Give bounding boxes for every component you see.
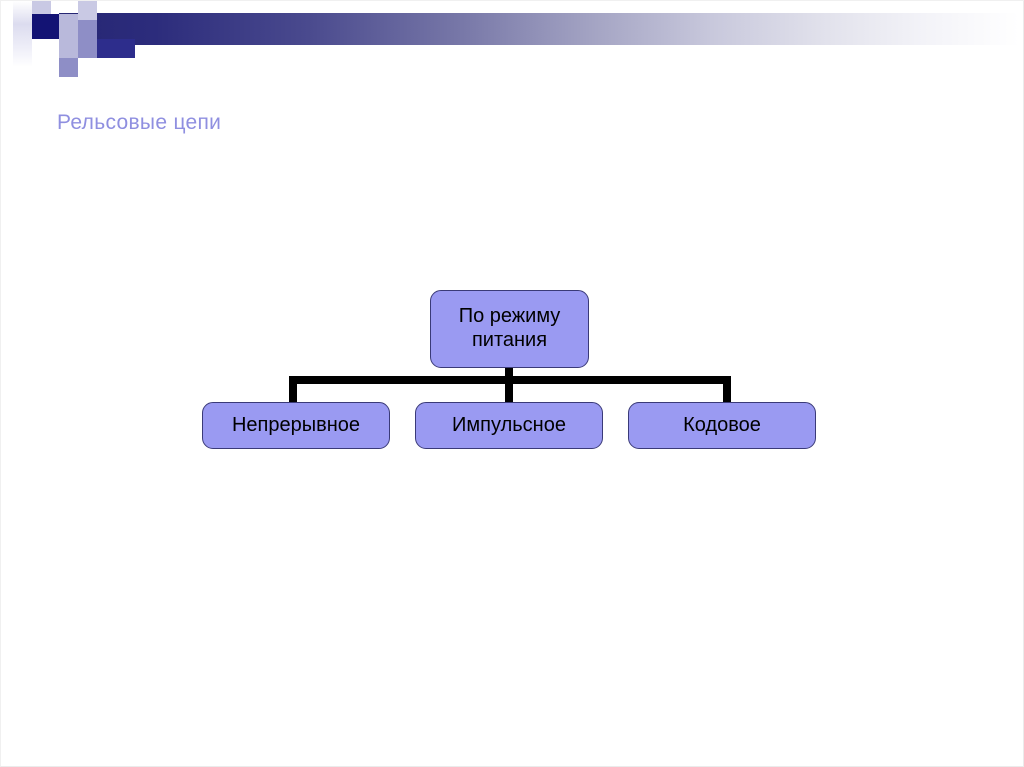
square-dark-navy bbox=[32, 14, 59, 39]
connector-drop-left bbox=[289, 376, 297, 403]
diagram-node-child-3[interactable]: Кодовое bbox=[628, 402, 816, 449]
square-med-mid bbox=[78, 39, 97, 58]
square-pale-topleft bbox=[32, 1, 51, 14]
diagram-node-root[interactable]: По режиму питания bbox=[430, 290, 589, 368]
connector-horizontal-bar bbox=[289, 376, 731, 384]
square-med-lower bbox=[59, 58, 78, 77]
connector-root-stub bbox=[505, 368, 513, 402]
header-gradient-bar bbox=[59, 13, 1019, 45]
diagram-node-child-1[interactable]: Непрерывное bbox=[202, 402, 390, 449]
square-light-mid bbox=[59, 39, 78, 58]
square-light-upper-a bbox=[59, 14, 78, 39]
page-title: Рельсовые цепи bbox=[57, 111, 222, 134]
header-fade-strip bbox=[13, 1, 32, 67]
square-med-upper bbox=[78, 20, 97, 39]
square-blue-block bbox=[97, 39, 135, 58]
connector-drop-right bbox=[723, 376, 731, 403]
diagram-node-child-2[interactable]: Импульсное bbox=[415, 402, 603, 449]
header-decoration bbox=[1, 1, 1023, 81]
square-pale-top bbox=[78, 1, 97, 20]
